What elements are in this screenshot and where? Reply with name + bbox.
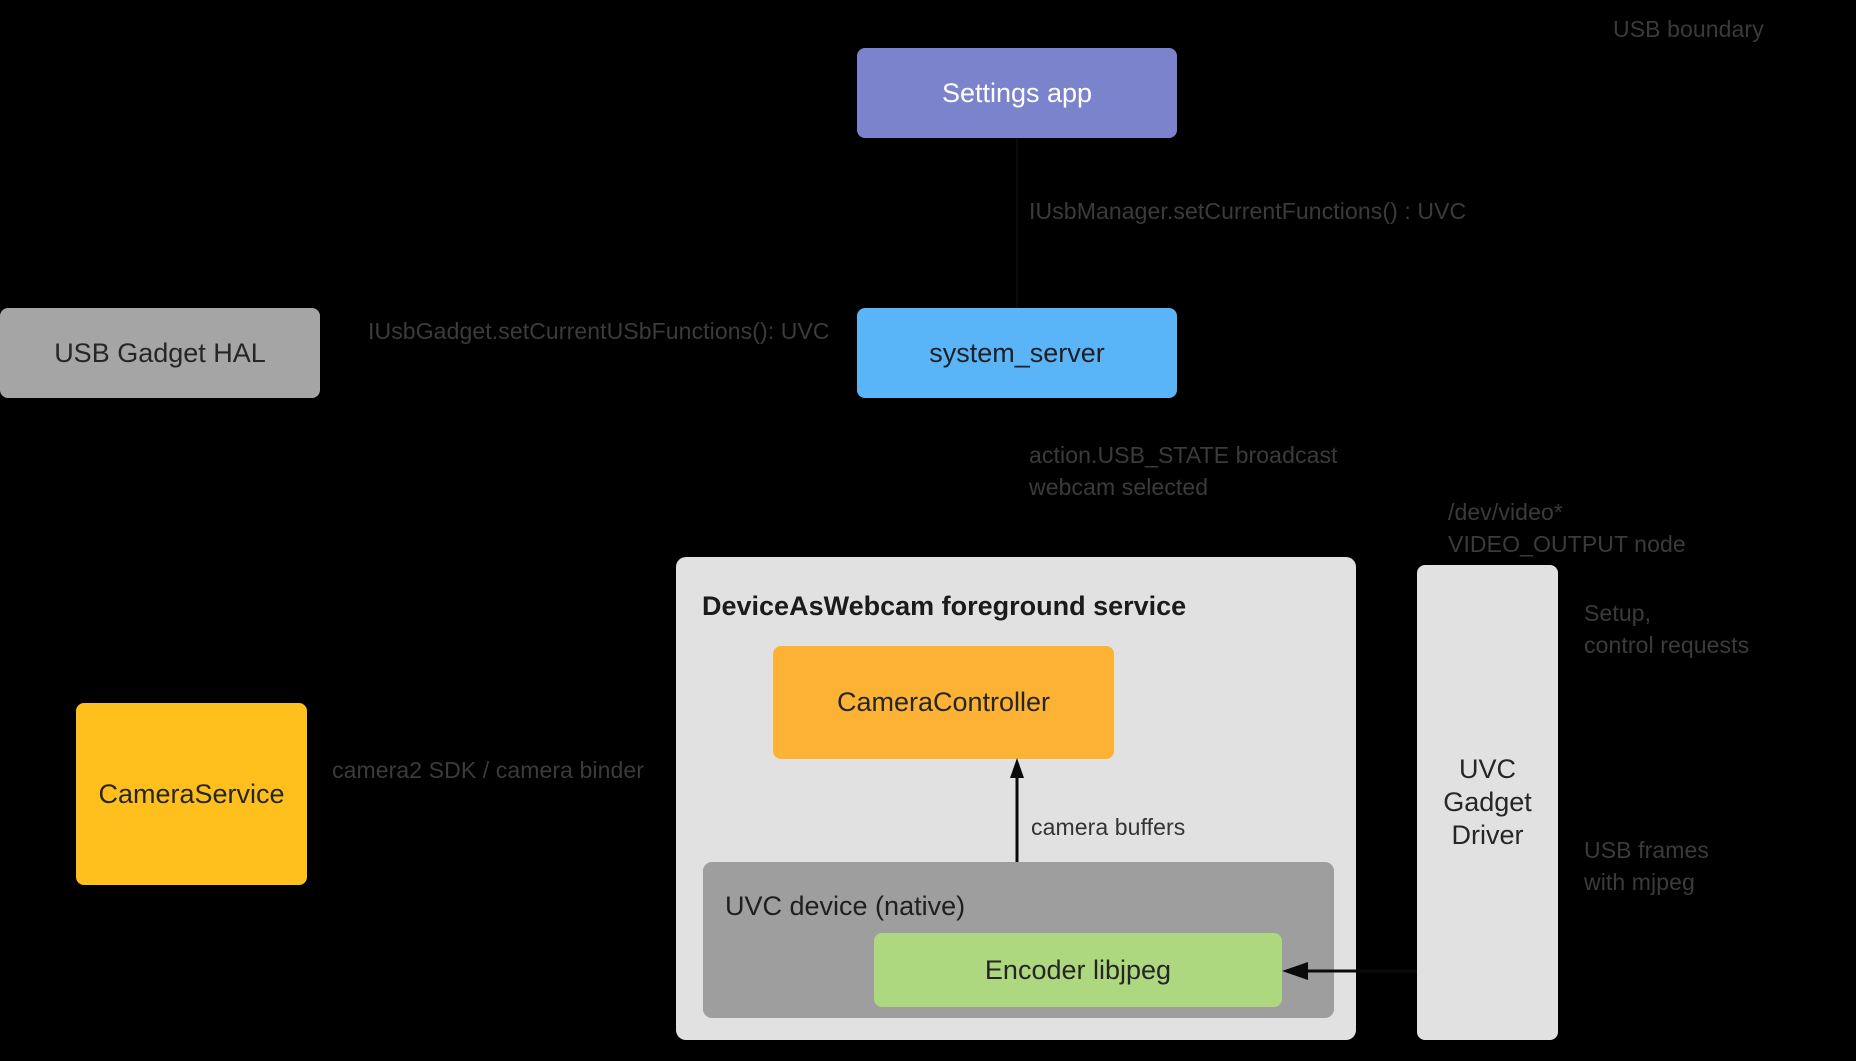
node-camera-service-label: CameraService — [98, 778, 285, 809]
label-usb-boundary: USB boundary — [1613, 16, 1764, 42]
node-camera-controller-label: CameraController — [836, 687, 1051, 718]
panel-uvc-device-native-title: UVC device (native) — [725, 891, 966, 921]
label-iusbmanager-setcurrentfunctions: IUsbManager.setCurrentFunctions() : UVC — [1029, 198, 1467, 224]
node-camera-service[interactable]: CameraService — [76, 703, 307, 885]
node-uvc-gadget-driver[interactable]: UVC Gadget Driver — [1417, 565, 1558, 1040]
arrow-gadget-driver-to-encoder — [1282, 962, 1418, 980]
label-usb-state-broadcast: action.USB_STATE broadcast webcam select… — [1029, 442, 1338, 500]
node-encoder-libjpeg-label: Encoder libjpeg — [984, 954, 1172, 985]
label-usb-frames-mjpeg: USB frames with mjpeg — [1584, 837, 1709, 895]
node-settings-app[interactable]: Settings app — [857, 48, 1177, 138]
node-encoder-libjpeg[interactable]: Encoder libjpeg — [874, 933, 1282, 1007]
label-setup-control-requests: Setup, control requests — [1584, 600, 1750, 658]
node-settings-app-label: Settings app — [941, 77, 1093, 108]
node-camera-controller[interactable]: CameraController — [773, 646, 1114, 759]
node-usb-gadget-hal[interactable]: USB Gadget HAL — [0, 308, 320, 398]
panel-deviceaswebcam-service-title: DeviceAsWebcam foreground service — [702, 591, 1187, 621]
node-system-server[interactable]: system_server — [857, 308, 1177, 398]
node-system-server-label: system_server — [929, 337, 1105, 368]
node-usb-gadget-hal-label: USB Gadget HAL — [54, 337, 266, 368]
label-iusbgadget-setcurrentusbfunctions: IUsbGadget.setCurrentUSbFunctions(): UVC — [368, 318, 830, 344]
label-dev-video-node: /dev/video* VIDEO_OUTPUT node — [1448, 499, 1686, 557]
label-camera2-sdk-binder: camera2 SDK / camera binder — [332, 757, 645, 783]
connector-settings-to-system-server — [1016, 138, 1018, 308]
label-camera-buffers: camera buffers — [1031, 814, 1186, 840]
node-uvc-gadget-driver-label: UVC Gadget Driver — [1443, 754, 1532, 850]
